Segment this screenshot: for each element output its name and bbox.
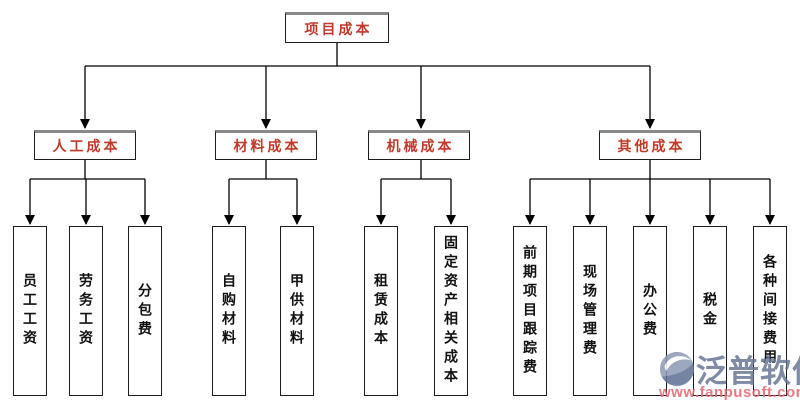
leaf-site-management-fee-label: 现场管理费 xyxy=(582,263,598,359)
leaf-fixed-asset-related-cost: 固定资产相关成本 xyxy=(434,226,468,396)
leaf-rental-cost: 租赁成本 xyxy=(364,226,398,396)
node-labor-cost-label: 人工成本 xyxy=(52,138,121,154)
node-other-cost-label: 其他成本 xyxy=(617,138,686,154)
leaf-subcontract-fee: 分包费 xyxy=(128,226,162,396)
node-machinery-cost: 机械成本 xyxy=(368,130,470,160)
leaf-early-project-tracking-fee-label: 前期项目跟踪费 xyxy=(522,244,538,378)
leaf-fixed-asset-related-cost-label: 固定资产相关成本 xyxy=(443,235,459,387)
leaf-self-purchased-materials: 自购材料 xyxy=(212,226,246,396)
leaf-tax: 税金 xyxy=(693,226,727,396)
leaf-self-purchased-materials-label: 自购材料 xyxy=(221,273,237,349)
leaf-tax-label: 税金 xyxy=(702,292,718,330)
leaf-subcontract-fee-label: 分包费 xyxy=(137,282,153,340)
node-material-cost-label: 材料成本 xyxy=(233,138,302,154)
node-other-cost: 其他成本 xyxy=(599,130,701,160)
leaf-rental-cost-label: 租赁成本 xyxy=(373,273,389,349)
leaf-owner-supplied-materials: 甲供材料 xyxy=(280,226,314,396)
leaf-owner-supplied-materials-label: 甲供材料 xyxy=(289,273,305,349)
leaf-labor-service-wages-label: 劳务工资 xyxy=(78,273,94,349)
leaf-site-management-fee: 现场管理费 xyxy=(573,226,607,396)
node-project-cost-label: 项目成本 xyxy=(304,20,373,37)
leaf-early-project-tracking-fee: 前期项目跟踪费 xyxy=(513,226,547,396)
leaf-employee-wages: 员工工资 xyxy=(13,226,47,396)
node-material-cost: 材料成本 xyxy=(215,130,317,160)
node-machinery-cost-label: 机械成本 xyxy=(386,138,455,154)
leaf-office-expense-label: 办公费 xyxy=(642,282,658,340)
node-labor-cost: 人工成本 xyxy=(34,130,136,160)
leaf-labor-service-wages: 劳务工资 xyxy=(69,226,103,396)
leaf-various-indirect-expenses: 各种间接费用 xyxy=(753,226,787,396)
leaf-employee-wages-label: 员工工资 xyxy=(22,273,38,349)
leaf-office-expense: 办公费 xyxy=(633,226,667,396)
node-project-cost: 项目成本 xyxy=(285,12,389,43)
leaf-various-indirect-expenses-label: 各种间接费用 xyxy=(762,254,778,368)
